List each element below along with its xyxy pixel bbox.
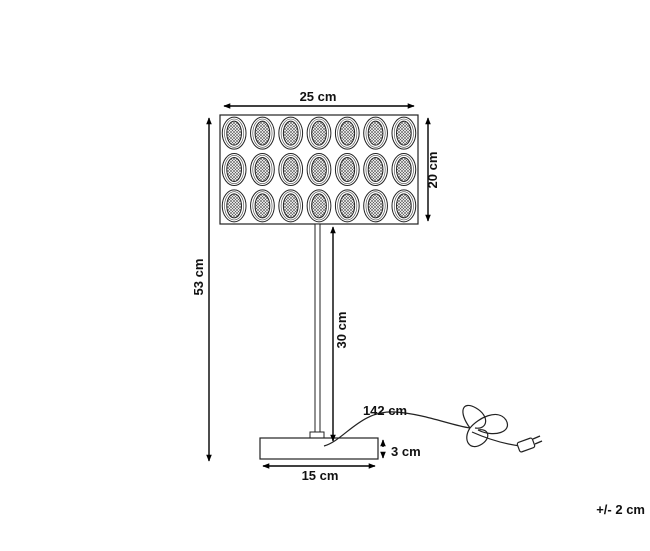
lamp-shade (219, 114, 419, 225)
base-height-label: 3 cm (391, 444, 421, 459)
shade-pattern-cell (391, 153, 417, 186)
shade-height-label: 20 cm (425, 152, 440, 189)
shade-pattern-cell (363, 116, 388, 150)
shade-pattern-cell (306, 116, 332, 150)
cable-length-label: 142 cm (363, 403, 407, 418)
shade-pattern-cell (250, 189, 275, 223)
shade-pattern-cell (391, 189, 417, 223)
shade-pattern-cell (306, 153, 332, 186)
base-width-label: 15 cm (302, 468, 339, 483)
stem-height-label: 30 cm (334, 312, 349, 349)
tolerance-label: +/- 2 cm (596, 502, 645, 517)
shade-pattern-cell (278, 189, 304, 223)
shade-pattern-cell (250, 153, 275, 186)
power-cable (323, 404, 521, 448)
lamp-stem (314, 223, 321, 437)
lamp-base (259, 431, 379, 460)
shade-pattern-cell (278, 153, 304, 186)
shade-pattern-cell (278, 116, 304, 150)
shade-width-label: 25 cm (300, 89, 337, 104)
shade-pattern-cell (250, 116, 275, 150)
shade-pattern-cell (221, 189, 247, 223)
shade-pattern-cell (363, 153, 388, 186)
plug-icon (516, 435, 543, 453)
shade-pattern-cell (334, 189, 360, 223)
shade-pattern-cell (306, 189, 332, 223)
shade-pattern-cell (221, 153, 247, 186)
total-height-label: 53 cm (191, 259, 206, 296)
shade-pattern-cell (334, 153, 360, 186)
shade-pattern-cell (221, 116, 247, 150)
shade-pattern-cell (391, 116, 417, 150)
shade-pattern-cell (363, 189, 388, 223)
shade-pattern-cell (334, 116, 360, 150)
